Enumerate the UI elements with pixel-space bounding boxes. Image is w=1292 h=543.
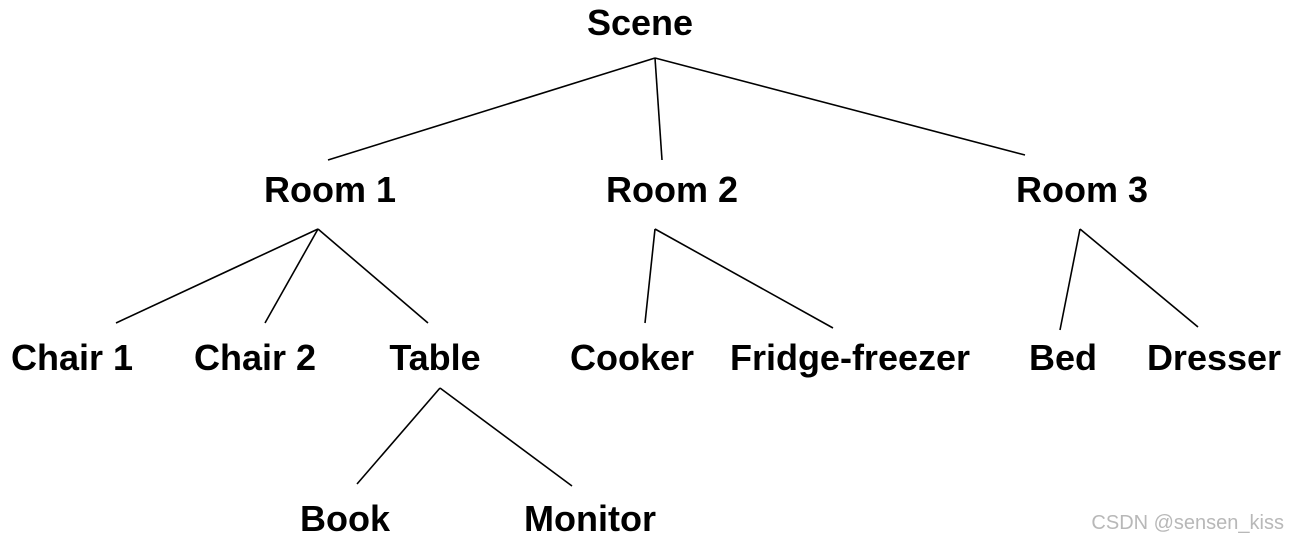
watermark: CSDN @sensen_kiss xyxy=(1091,512,1284,534)
node-cooker: Cooker xyxy=(570,337,694,378)
edge-room1-table xyxy=(317,228,429,324)
node-chair2: Chair 2 xyxy=(194,337,316,378)
edge-room1-chair2 xyxy=(264,228,319,324)
node-chair1: Chair 1 xyxy=(11,337,133,378)
edge-room1-chair1 xyxy=(115,228,319,324)
node-room3: Room 3 xyxy=(1016,169,1148,210)
edge-room2-cooker xyxy=(644,228,656,324)
node-book: Book xyxy=(300,498,391,539)
edge-scene-room2 xyxy=(654,57,663,161)
edge-table-monitor xyxy=(439,387,573,487)
node-room2: Room 2 xyxy=(606,169,738,210)
node-scene: Scene xyxy=(587,2,693,43)
node-room1: Room 1 xyxy=(264,169,396,210)
node-table: Table xyxy=(389,337,480,378)
node-dresser: Dresser xyxy=(1147,337,1281,378)
edge-scene-room1 xyxy=(327,57,656,161)
edge-room3-bed xyxy=(1059,228,1081,331)
edge-table-book xyxy=(356,387,441,485)
tree-edges xyxy=(115,57,1199,487)
edge-room2-fridge xyxy=(654,228,834,329)
edge-room3-dresser xyxy=(1079,228,1199,328)
edge-scene-room3 xyxy=(654,57,1026,156)
node-monitor: Monitor xyxy=(524,498,656,539)
node-fridge: Fridge-freezer xyxy=(730,337,970,378)
node-bed: Bed xyxy=(1029,337,1097,378)
